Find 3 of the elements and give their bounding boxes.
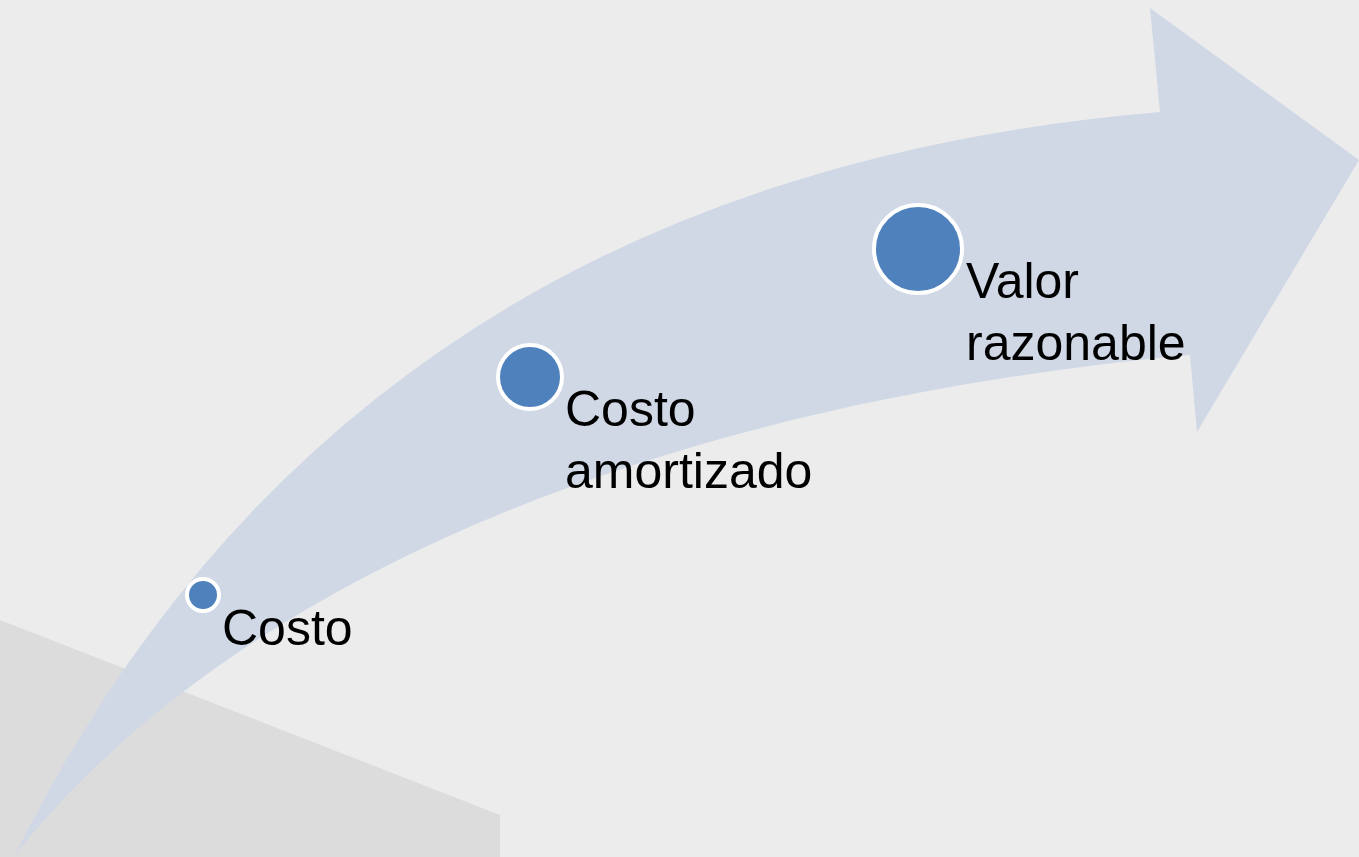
step-label: Valor razonable	[966, 252, 1187, 373]
step-label: Costo	[222, 599, 354, 658]
step-label: Costo amortizado	[565, 380, 814, 501]
